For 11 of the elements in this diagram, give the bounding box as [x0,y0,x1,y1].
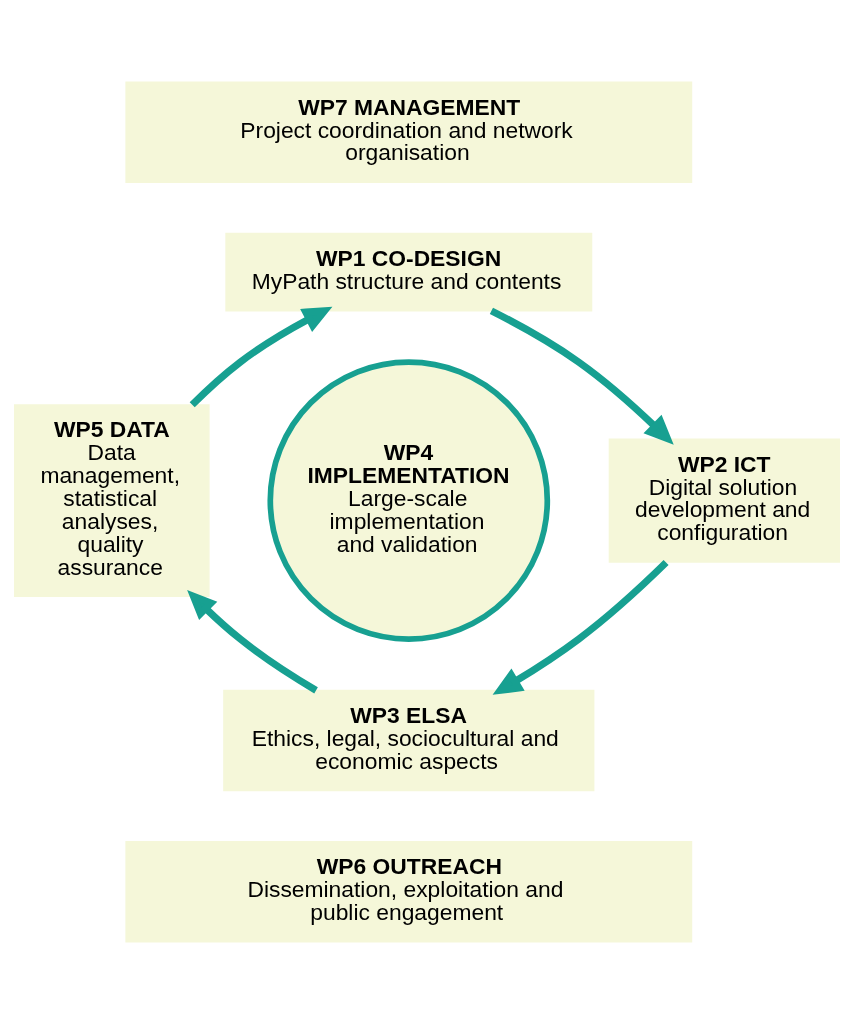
arrow [492,560,669,695]
node-box: WP3 ELSA Ethics, legal, sociocultural and economic aspects [222,689,594,792]
arrow [186,590,318,694]
node-box: WP5 DATA Data management, statistical analyses, quality assurance [13,404,210,597]
node-box: WP2 ICT Digital solution development and configuration [608,438,840,563]
arrow [489,307,674,445]
node-box: WP1 CO-DESIGN MyPath structure and contents [224,232,592,312]
node-circle: WP4 IMPLEMENTATION Large-scale implementation and validation [266,359,550,642]
node-box: WP7 MANAGEMENT Project coordination and network organisation [124,81,692,183]
arrow [189,306,332,408]
node-box: WP6 OUTREACH Dissemination, exploitation and public engagement [124,841,692,943]
